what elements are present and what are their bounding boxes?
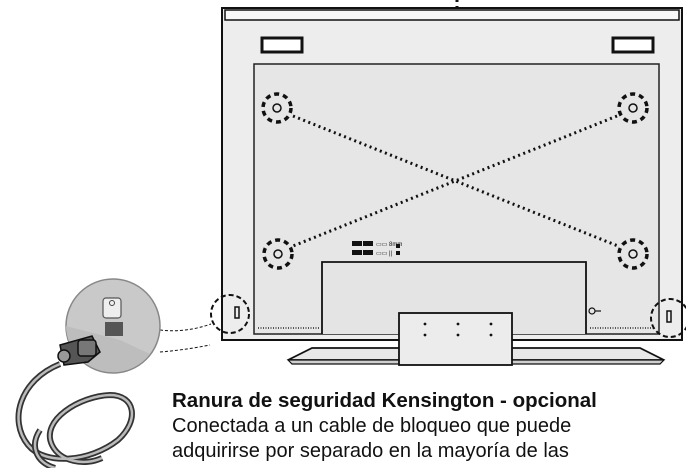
mounting-hole-bottom-left bbox=[262, 238, 294, 270]
mounting-hole-top-right bbox=[617, 92, 649, 124]
mounting-hole-bottom-right bbox=[617, 238, 649, 270]
stand-connector-block bbox=[398, 312, 513, 366]
zoom-connector-bottom bbox=[159, 344, 211, 353]
caption-title-main: Ranura de seguridad Kensington bbox=[172, 389, 495, 412]
kensington-lock-cable bbox=[15, 335, 135, 468]
port-label-a2: ▭▭ || bbox=[376, 251, 393, 257]
caption: Ranura de seguridad Kensington - opciona… bbox=[172, 388, 686, 464]
zoom-connector-top bbox=[159, 323, 212, 332]
caption-title: Ranura de seguridad Kensington - opciona… bbox=[172, 388, 686, 414]
port-labels: ▭▭ 8mm ▭▭ || bbox=[352, 241, 402, 257]
kensington-slot-left bbox=[210, 294, 250, 334]
stand-neck bbox=[321, 261, 587, 334]
handle-left bbox=[260, 36, 304, 54]
caption-line-1: Conectada a un cable de bloqueo que pued… bbox=[172, 415, 572, 437]
port-label-a1: ▭▭ 8mm bbox=[376, 242, 402, 248]
handle-right bbox=[611, 36, 655, 54]
dotted-diagonal-1 bbox=[292, 114, 619, 248]
mounting-hole-top-left bbox=[261, 92, 293, 124]
caption-line-2: adquirirse por separado en la mayoría de… bbox=[172, 440, 569, 462]
kensington-slot-right bbox=[650, 298, 686, 338]
caption-title-tail: opcional bbox=[512, 389, 597, 412]
monitor-top-rim bbox=[224, 9, 680, 21]
small-lock-symbol bbox=[588, 307, 601, 315]
caption-title-separator: - bbox=[494, 389, 513, 412]
